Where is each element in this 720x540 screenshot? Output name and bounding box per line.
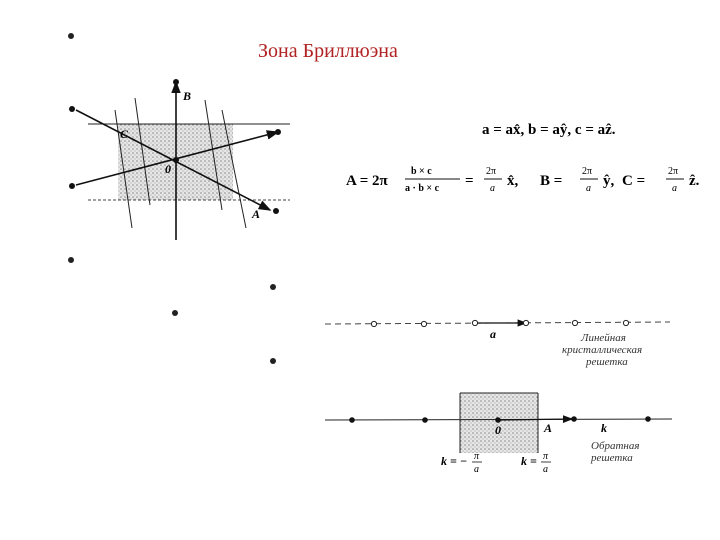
reciprocal-point bbox=[571, 416, 577, 422]
label-origin-1d: 0 bbox=[495, 423, 501, 437]
k-left-label: k = − bbox=[441, 454, 467, 468]
lattice-point bbox=[69, 183, 75, 189]
k-right-pi: π bbox=[543, 451, 549, 462]
twopi-A: 2π bbox=[486, 166, 496, 177]
equals-sign: = bbox=[465, 173, 474, 189]
caption-line1: Линейная bbox=[580, 332, 626, 344]
lattice-point bbox=[275, 129, 281, 135]
lattice-site bbox=[571, 319, 579, 327]
label-a: a bbox=[490, 327, 496, 341]
caption-line2: кристаллическая bbox=[562, 344, 642, 356]
bullet-4 bbox=[172, 310, 178, 316]
slide-title: Зона Бриллюэна bbox=[258, 40, 398, 62]
y-hat: ŷ, bbox=[603, 173, 615, 189]
brillouin-2d-figure: B A C 0 bbox=[69, 79, 290, 240]
reciprocal-lattice-figure: 0 A k k = − π a k = π a Обратная решетка bbox=[324, 392, 673, 475]
zone-boundary-4 bbox=[221, 109, 247, 229]
lattice-point bbox=[173, 157, 179, 163]
zone-boundary-3 bbox=[204, 99, 223, 211]
label-A-1d: A bbox=[543, 421, 552, 435]
bullet-5 bbox=[270, 358, 276, 364]
lattice-point bbox=[173, 79, 179, 85]
linear-lattice-figure: a Линейная кристаллическая решетка bbox=[324, 319, 671, 368]
bullet-1 bbox=[68, 33, 74, 39]
lattice-site bbox=[622, 319, 630, 327]
recip-caption-line2: решетка bbox=[590, 452, 633, 464]
reciprocal-point bbox=[645, 416, 651, 422]
equation-A-denominator: a · b × c bbox=[405, 183, 440, 194]
recip-caption-line1: Обратная bbox=[591, 440, 640, 452]
equation-B-lhs: B = bbox=[540, 173, 562, 189]
k-right-label: k = bbox=[521, 454, 537, 468]
lattice-site bbox=[471, 319, 479, 327]
caption-line3: решетка bbox=[585, 356, 628, 368]
vector-A bbox=[497, 415, 574, 424]
lattice-point bbox=[273, 208, 279, 214]
equation-A-numerator: b × c bbox=[411, 166, 432, 177]
k-right-a: a bbox=[543, 464, 548, 475]
bullet-3 bbox=[270, 284, 276, 290]
first-zone-1d-shaded bbox=[460, 393, 538, 453]
a-C: a bbox=[672, 183, 677, 194]
label-k: k bbox=[601, 421, 607, 435]
twopi-C: 2π bbox=[668, 166, 678, 177]
z-hat: ẑ. bbox=[689, 173, 700, 189]
equation-basis: a = ax̂, b = aŷ, c = aẑ. bbox=[482, 122, 616, 138]
a-A: a bbox=[490, 183, 495, 194]
k-left-a: a bbox=[474, 464, 479, 475]
reciprocal-point bbox=[422, 417, 428, 423]
zone-boundary-2 bbox=[134, 97, 151, 206]
label-C: C bbox=[120, 127, 129, 141]
reciprocal-point bbox=[495, 417, 501, 423]
label-A: A bbox=[251, 207, 260, 221]
equation-C-lhs: C = bbox=[622, 173, 645, 189]
zone-boundary-1 bbox=[114, 109, 133, 229]
lattice-site bbox=[522, 319, 530, 327]
label-B: B bbox=[182, 89, 191, 103]
equations: a = ax̂, b = aŷ, c = aẑ. A = 2π b × c a … bbox=[346, 122, 700, 194]
lattice-site bbox=[370, 320, 378, 328]
lattice-site bbox=[420, 320, 428, 328]
x-hat: x̂, bbox=[507, 173, 519, 189]
label-origin: 0 bbox=[165, 162, 171, 176]
reciprocal-point bbox=[349, 417, 355, 423]
twopi-B: 2π bbox=[582, 166, 592, 177]
lattice-point bbox=[69, 106, 75, 112]
k-left-pi: π bbox=[474, 451, 480, 462]
a-B: a bbox=[586, 183, 591, 194]
bullet-2 bbox=[68, 257, 74, 263]
equation-A-lhs: A = 2π bbox=[346, 173, 389, 189]
